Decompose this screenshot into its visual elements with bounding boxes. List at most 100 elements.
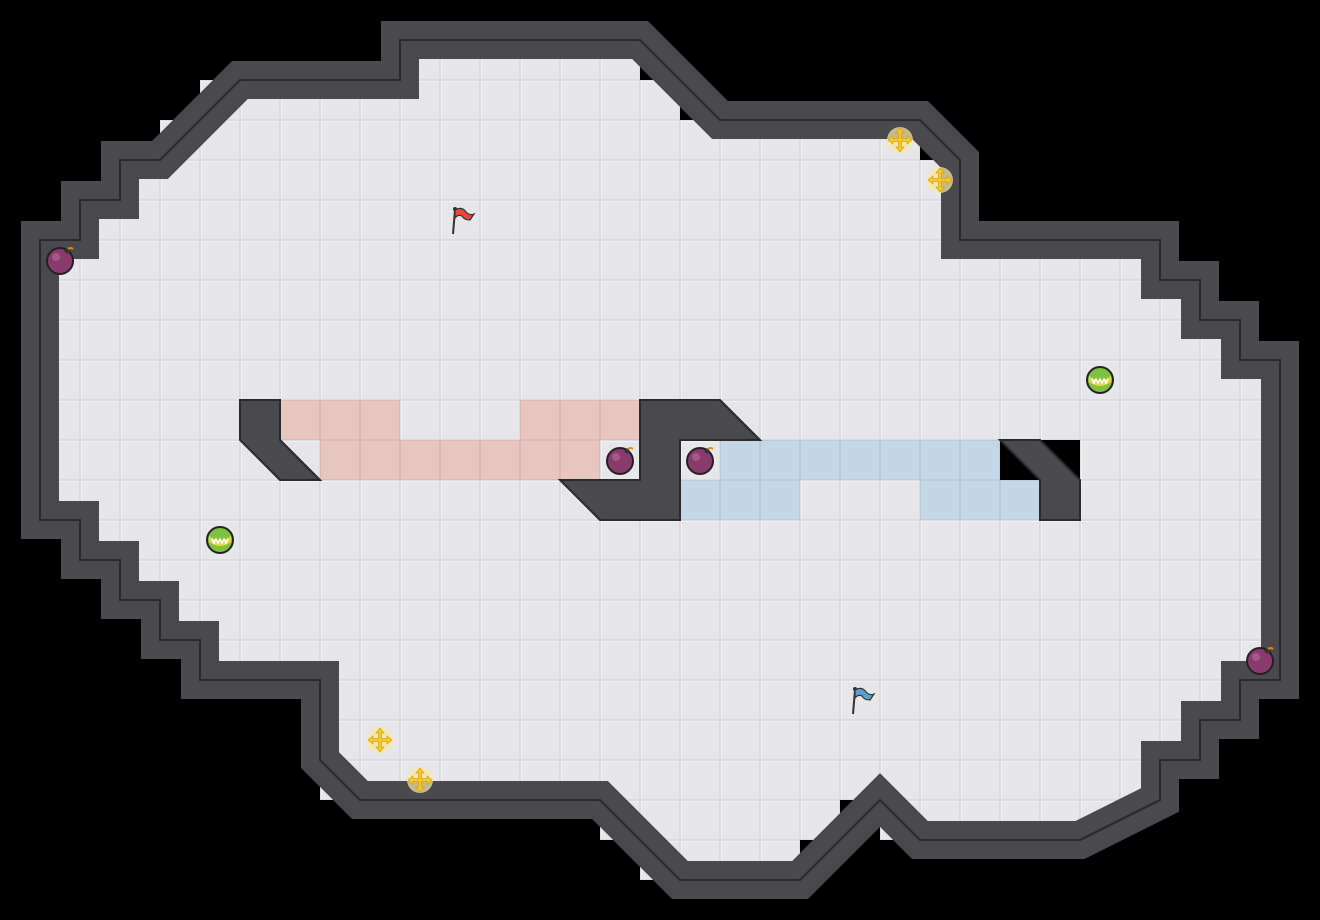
- bomb-icon: [40, 240, 80, 280]
- floor-tile: [400, 360, 440, 400]
- floor-tile: [1040, 400, 1080, 440]
- floor-tile: [480, 360, 520, 400]
- floor-tile: [960, 320, 1000, 360]
- floor-tile: [840, 720, 880, 760]
- floor-tile: [240, 240, 280, 280]
- floor-tile: [1080, 640, 1120, 680]
- floor-tile: [680, 560, 720, 600]
- red-team-tile: [320, 400, 360, 440]
- floor-tile: [480, 160, 520, 200]
- floor-tile: [520, 560, 560, 600]
- blue-flag-icon: [840, 680, 880, 720]
- floor-tile: [720, 760, 760, 800]
- floor-tile: [840, 160, 880, 200]
- floor-tile: [600, 560, 640, 600]
- blue-team-tile: [880, 440, 920, 480]
- bomb-icon: [680, 440, 720, 480]
- floor-tile: [240, 160, 280, 200]
- floor-tile: [80, 360, 120, 400]
- floor-tile: [600, 240, 640, 280]
- boost-icon: [920, 160, 960, 200]
- floor-tile: [440, 320, 480, 360]
- blue-team-tile: [720, 440, 760, 480]
- floor-tile: [480, 680, 520, 720]
- floor-tile: [760, 560, 800, 600]
- floor-tile: [760, 360, 800, 400]
- floor-tile: [1000, 360, 1040, 400]
- floor-tile: [920, 320, 960, 360]
- floor-tile: [720, 560, 760, 600]
- floor-tile: [1040, 720, 1080, 760]
- floor-tile: [520, 720, 560, 760]
- floor-tile: [680, 200, 720, 240]
- blue-team-tile: [920, 480, 960, 520]
- floor-tile: [1080, 520, 1120, 560]
- floor-tile: [680, 320, 720, 360]
- floor-tile: [1080, 400, 1120, 440]
- floor-tile: [800, 240, 840, 280]
- floor-tile: [1040, 520, 1080, 560]
- floor-tile: [440, 720, 480, 760]
- floor-tile: [360, 120, 400, 160]
- floor-tile: [440, 640, 480, 680]
- floor-tile: [320, 240, 360, 280]
- red-team-tile: [560, 440, 600, 480]
- floor-tile: [480, 480, 520, 520]
- floor-tile: [680, 280, 720, 320]
- floor-tile: [920, 520, 960, 560]
- floor-tile: [920, 560, 960, 600]
- floor-tile: [1080, 720, 1120, 760]
- red-team-tile: [360, 400, 400, 440]
- blue-team-tile: [760, 480, 800, 520]
- floor-tile: [800, 400, 840, 440]
- floor-tile: [800, 320, 840, 360]
- floor-tile: [520, 320, 560, 360]
- floor-tile: [920, 640, 960, 680]
- floor-tile: [1120, 480, 1160, 520]
- floor-tile: [280, 200, 320, 240]
- floor-tile: [1120, 520, 1160, 560]
- floor-tile: [1200, 480, 1240, 520]
- red-team-tile: [360, 440, 400, 480]
- floor-tile: [760, 400, 800, 440]
- floor-tile: [880, 240, 920, 280]
- floor-tile: [880, 680, 920, 720]
- floor-tile: [480, 80, 520, 120]
- floor-tile: [360, 360, 400, 400]
- floor-tile: [160, 520, 200, 560]
- floor-tile: [640, 160, 680, 200]
- floor-tile: [280, 160, 320, 200]
- floor-tile: [1160, 640, 1200, 680]
- red-team-tile: [560, 400, 600, 440]
- floor-tile: [640, 720, 680, 760]
- floor-tile: [1120, 560, 1160, 600]
- floor-tile: [600, 520, 640, 560]
- floor-tile: [800, 480, 840, 520]
- floor-tile: [800, 200, 840, 240]
- floor-tile: [1080, 560, 1120, 600]
- floor-tile: [600, 360, 640, 400]
- floor-tile: [160, 320, 200, 360]
- floor-tile: [880, 280, 920, 320]
- red-flag-icon: [440, 200, 480, 240]
- floor-tile: [280, 120, 320, 160]
- floor-tile: [520, 120, 560, 160]
- floor-tile: [120, 400, 160, 440]
- floor-tile: [1200, 600, 1240, 640]
- floor-tile: [280, 520, 320, 560]
- floor-tile: [200, 480, 240, 520]
- red-team-tile: [520, 440, 560, 480]
- floor-tile: [920, 360, 960, 400]
- floor-tile: [720, 280, 760, 320]
- floor-tile: [640, 640, 680, 680]
- floor-tile: [560, 120, 600, 160]
- floor-tile: [760, 240, 800, 280]
- floor-tile: [160, 240, 200, 280]
- floor-tile: [560, 240, 600, 280]
- floor-tile: [120, 440, 160, 480]
- blue-team-tile: [760, 440, 800, 480]
- floor-tile: [640, 280, 680, 320]
- floor-tile: [1120, 600, 1160, 640]
- floor-tile: [440, 360, 480, 400]
- floor-tile: [320, 480, 360, 520]
